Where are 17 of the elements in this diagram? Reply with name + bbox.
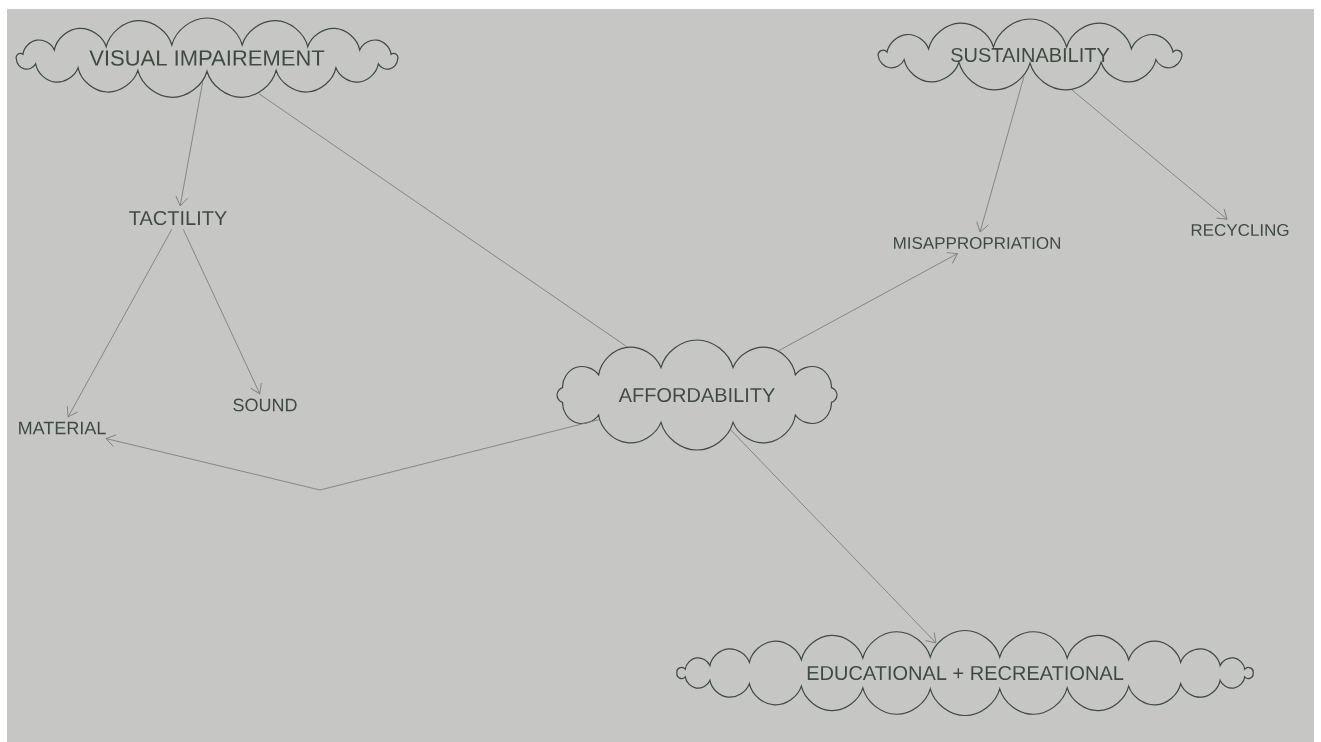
arrow bbox=[66, 228, 173, 418]
arrow bbox=[175, 81, 204, 207]
cloud-bubble: AFFORDABILITY bbox=[556, 339, 838, 451]
arrow bbox=[182, 228, 262, 395]
topic-label: SOUND bbox=[233, 398, 297, 412]
cloud-bubble: EDUCATIONAL + RECREATIONAL bbox=[676, 629, 1254, 717]
arrow bbox=[730, 429, 937, 644]
arrow bbox=[105, 419, 600, 491]
topic-label: TACTILITY bbox=[129, 210, 227, 226]
arrow bbox=[778, 252, 958, 351]
arrow bbox=[976, 75, 1025, 233]
topic-label: RECYCLING bbox=[1191, 224, 1289, 236]
cloud-bubble: SUSTAINABILITY bbox=[877, 18, 1183, 91]
cloud-bubble: VISUAL IMPAIREMENT bbox=[15, 17, 399, 98]
topic-label: MISAPPROPRIATION bbox=[894, 236, 1060, 249]
arrow bbox=[1071, 89, 1228, 220]
topic-label: MATERIAL bbox=[19, 421, 106, 435]
